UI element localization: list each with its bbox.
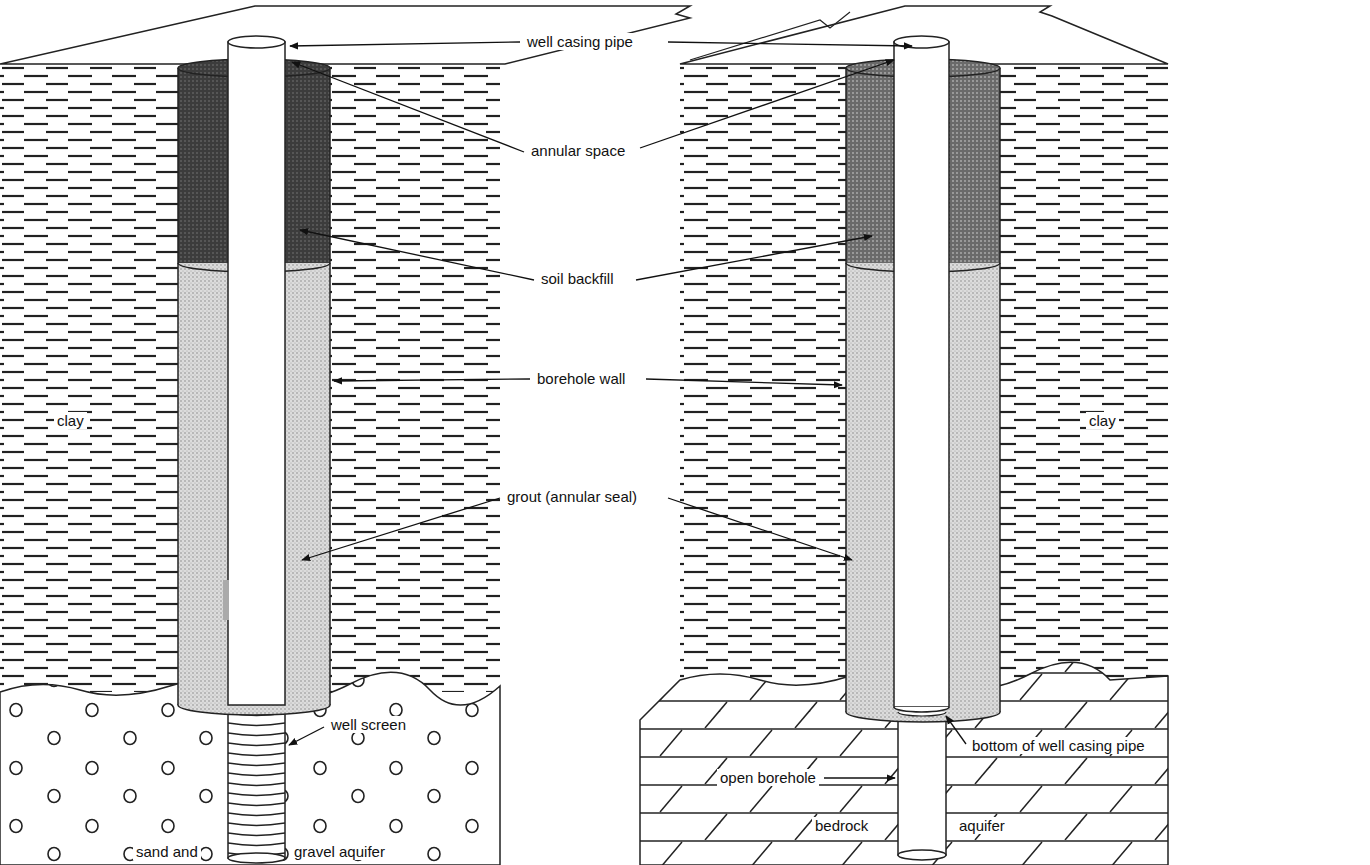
part-label: gravel aquifer	[291, 843, 388, 860]
casing-shade	[223, 580, 229, 620]
leader-line	[668, 42, 912, 46]
leader-line	[289, 727, 324, 745]
well-screen	[228, 705, 285, 858]
borehole-wall	[177, 68, 179, 705]
leader-line	[646, 379, 842, 385]
leader-line	[302, 498, 500, 560]
well-casing-pipe	[228, 42, 285, 705]
well-casing-pipe	[894, 42, 949, 707]
leader-line	[636, 236, 872, 280]
part-label: aquifer	[956, 817, 1008, 834]
borehole-end	[898, 850, 946, 860]
borehole-wall	[329, 68, 331, 705]
leader-line	[824, 777, 895, 778]
part-label: bottom of well casing pipe	[969, 737, 1148, 754]
part-label: annular space	[528, 142, 628, 159]
part-label: borehole wall	[534, 370, 628, 387]
part-label: grout (annular seal)	[504, 488, 640, 505]
part-label: clay	[1086, 412, 1119, 429]
leader-line	[334, 379, 530, 381]
screen-bottom	[228, 853, 285, 863]
casing-top	[228, 36, 285, 48]
leader-lines	[289, 42, 966, 778]
leader-line	[668, 498, 852, 560]
leader-line	[946, 716, 966, 744]
ground-surface	[0, 6, 690, 64]
part-label: well casing pipe	[524, 33, 636, 50]
leader-line	[300, 230, 534, 280]
part-label: soil backfill	[538, 270, 617, 287]
borehole-wall	[999, 68, 1001, 712]
leader-line	[292, 62, 524, 152]
open-borehole	[898, 712, 946, 855]
leader-line	[640, 60, 894, 148]
part-label: sand and	[133, 843, 201, 860]
leader-line	[290, 42, 520, 46]
borehole-wall	[845, 68, 847, 712]
surface-break	[690, 12, 850, 60]
part-label: open borehole	[717, 769, 819, 786]
casing-bottom-edge	[894, 707, 949, 712]
part-label: well screen	[328, 716, 409, 733]
part-label: clay	[54, 412, 87, 429]
part-label: bedrock	[812, 817, 871, 834]
